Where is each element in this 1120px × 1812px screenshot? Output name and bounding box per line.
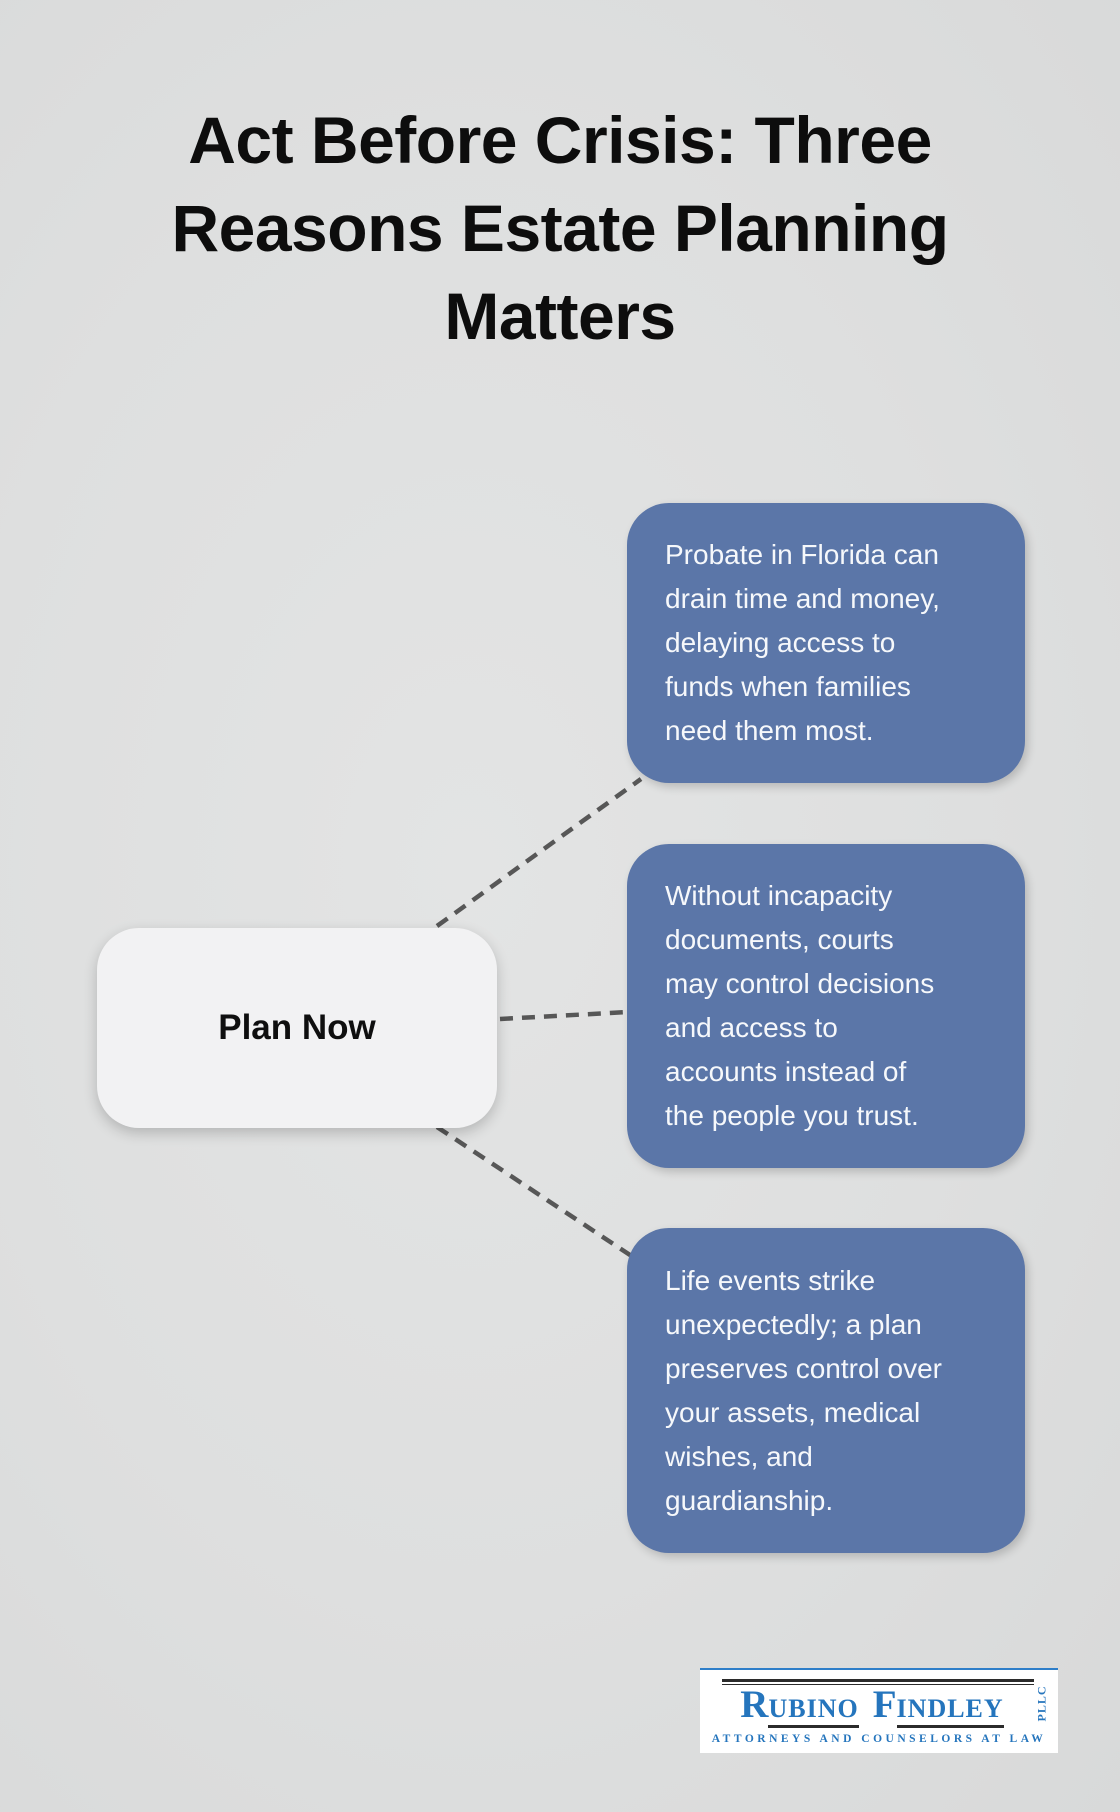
plan-now-label: Plan Now (218, 1008, 376, 1047)
reason-card-probate: Probate in Florida can drain time and mo… (627, 503, 1025, 783)
logo-name-rest-ubino: UBINO (768, 1694, 859, 1728)
connector-line-middle (499, 1009, 629, 1022)
reason-card-text: Probate in Florida can drain time and mo… (665, 539, 940, 746)
logo-top-rule (722, 1679, 1034, 1685)
reason-card-text: Life events strike unexpectedly; a plan … (665, 1264, 943, 1516)
connector-line-top (435, 777, 643, 928)
logo-initial-r: R (740, 1683, 769, 1726)
logo-name-rest-indley: INDLEY (896, 1694, 1004, 1728)
logo-pllc-label: PLLC (1034, 1685, 1049, 1722)
connector-line-bottom (435, 1125, 635, 1259)
logo-tagline: ATTORNEYS AND COUNSELORS AT LAW (711, 1733, 1047, 1745)
plan-now-node: Plan Now (97, 928, 497, 1128)
page-title: Act Before Crisis: Three Reasons Estate … (171, 103, 949, 353)
reason-card-incapacity: Without incapacity documents, courts may… (627, 844, 1025, 1168)
logo-initial-f: F (872, 1683, 897, 1726)
reason-card-text: Without incapacity documents, courts may… (665, 880, 935, 1131)
reason-card-life-events: Life events strike unexpectedly; a plan … (627, 1228, 1025, 1553)
